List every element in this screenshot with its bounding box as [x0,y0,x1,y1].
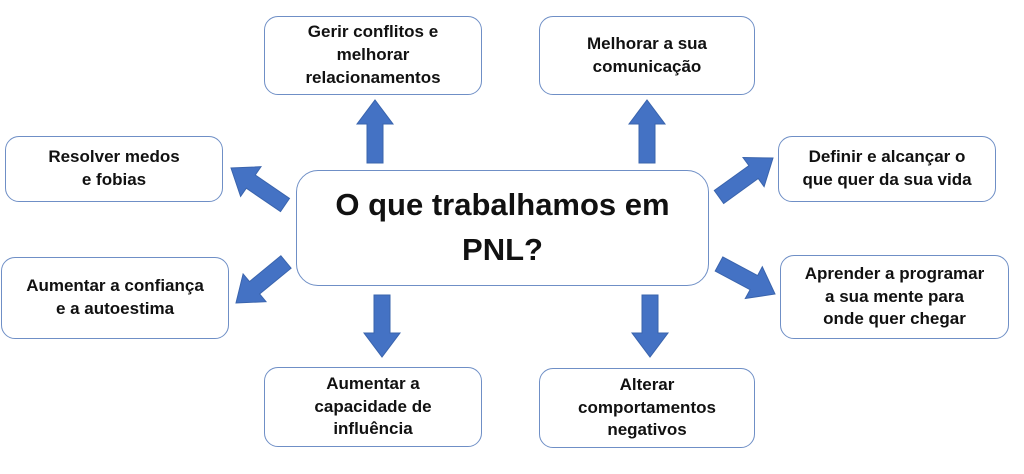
arrow-up-right [628,99,666,164]
node-line: negativos [607,420,687,440]
arrow-to-programar [714,256,776,300]
arrow-to-definir [713,156,774,205]
node-alterar-comportamentos: Alterar comportamentos negativos [539,368,755,448]
node-line: melhorar [336,45,410,65]
node-line: comunicação [592,56,702,76]
node-aumentar-confianca: Aumentar a confiança e a autoestima [1,257,229,339]
node-line: que quer da sua vida [802,170,972,189]
arrow-down-left [363,294,401,358]
node-line: influência [333,419,413,439]
node-line: a sua mente para [825,286,964,306]
node-line: Alterar [619,374,675,394]
arrow-to-confianca [235,255,292,304]
node-aprender-programar: Aprender a programar a sua mente para on… [780,255,1009,339]
node-line: Aumentar a confiança [26,276,204,296]
arrow-down-right [631,294,669,358]
node-line: e a autoestima [55,299,175,318]
node-aumentar-influencia: Aumentar a capacidade de influência [264,367,482,447]
node-line: Definir e alcançar o [808,147,966,167]
node-line: Gerir conflitos e [307,22,439,42]
node-line: onde quer chegar [823,309,966,329]
node-line: comportamentos [578,397,716,417]
node-line: e fobias [81,170,147,189]
arrow-up-left [356,99,394,164]
center-topic: O que trabalhamos em PNL? [296,170,709,286]
node-line: Resolver medos [48,147,180,167]
node-line: Melhorar a sua [587,33,707,53]
node-line: capacidade de [314,396,432,416]
center-topic-line-2: PNL? [462,232,543,267]
arrow-to-medos [230,166,291,213]
node-line: relacionamentos [305,67,441,87]
node-gerir-conflitos: Gerir conflitos e melhorar relacionament… [264,16,482,95]
node-resolver-medos: Resolver medos e fobias [5,136,223,202]
center-topic-line-1: O que trabalhamos em [335,187,670,223]
node-line: Aumentar a [326,373,420,393]
node-definir-alcancar: Definir e alcançar o que quer da sua vid… [778,136,996,202]
node-line: Aprender a programar [804,263,985,283]
node-melhorar-comunicacao: Melhorar a sua comunicação [539,16,755,95]
